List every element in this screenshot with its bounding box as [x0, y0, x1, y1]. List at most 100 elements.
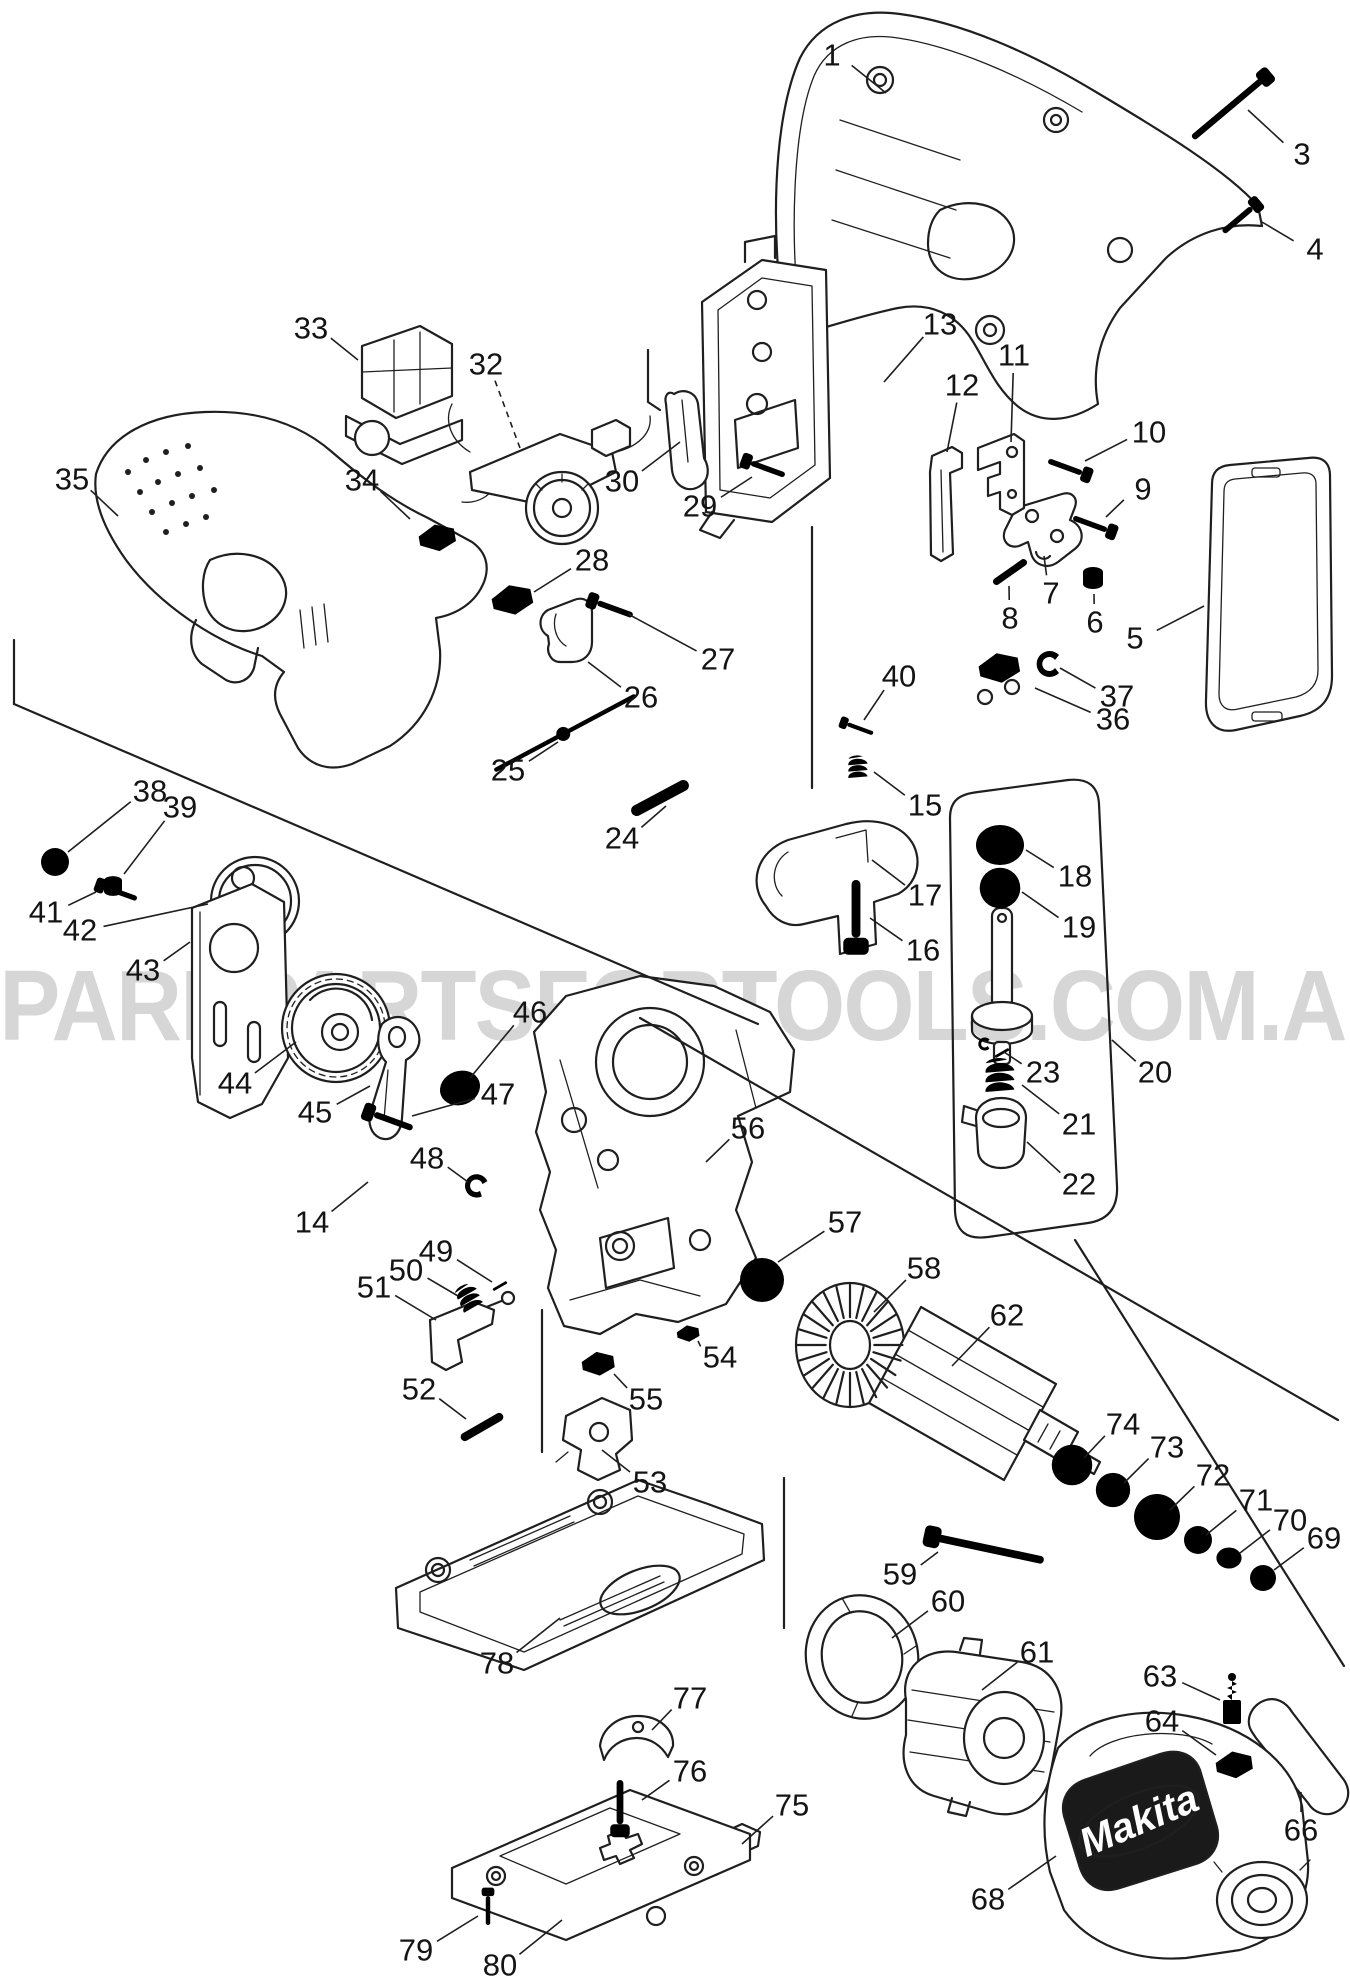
part-leader-51: [394, 1294, 437, 1321]
part-leader-28: [533, 568, 572, 593]
part-leader-61: [981, 1661, 1018, 1691]
part-label-66: 66: [1284, 1813, 1318, 1848]
part-label-9: 9: [1134, 472, 1151, 507]
part-label-57: 57: [828, 1205, 862, 1240]
fan-blade-line: [822, 1291, 839, 1322]
part-leader-3: [1247, 109, 1284, 144]
part-label-44: 44: [218, 1066, 252, 1101]
part-19-glyph: [979, 867, 1021, 909]
part-leader-13: [883, 336, 924, 383]
part-leader-46: [469, 1024, 515, 1079]
part-28-glyph: [489, 581, 535, 619]
part-leader-15: [873, 771, 906, 796]
part-leader-9: [1105, 499, 1125, 518]
part-leader-37: [1059, 667, 1096, 689]
fan-blade-line: [855, 1370, 865, 1405]
part-label-13: 13: [923, 307, 957, 342]
part-label-14: 14: [295, 1205, 329, 1240]
part-label-5: 5: [1126, 621, 1143, 656]
fan-blade-line: [811, 1363, 834, 1389]
part-label-63: 63: [1143, 1659, 1177, 1694]
part-leader-41: [67, 891, 97, 907]
fan-blade-line: [866, 1363, 889, 1389]
fan-blade-line: [798, 1351, 828, 1362]
part-leader-19: [1021, 891, 1060, 919]
part-label-55: 55: [629, 1382, 663, 1417]
part-43-support-bracket: [190, 882, 290, 1120]
part-73-glyph: [1095, 1472, 1131, 1508]
part-label-15: 15: [908, 788, 942, 823]
part-leader-32: [494, 380, 521, 449]
part-78-base-upper: [394, 1478, 766, 1672]
part-45-wrench: [368, 1015, 421, 1141]
part-leader-49: [456, 1259, 493, 1283]
part-label-61: 61: [1020, 1635, 1054, 1670]
part-leader-22: [1026, 1141, 1061, 1174]
part-label-27: 27: [701, 642, 735, 677]
part-label-4: 4: [1306, 232, 1323, 267]
part-label-6: 6: [1086, 605, 1103, 640]
part-leader-20: [1111, 1039, 1137, 1062]
part-label-59: 59: [883, 1557, 917, 1592]
part-22-blade-holder-cup: [960, 1096, 1028, 1170]
part-label-58: 58: [907, 1251, 941, 1286]
part-5-cover-plate: [1204, 456, 1334, 732]
part-label-47: 47: [481, 1077, 515, 1112]
part-leader-35: [90, 489, 119, 517]
part-leader-79: [436, 1915, 479, 1943]
part-leader-11: [1010, 372, 1014, 443]
part-71-glyph: [1184, 1526, 1212, 1554]
part-leader-36: [1034, 687, 1092, 714]
part-leader-45: [336, 1085, 371, 1106]
part-33-switch: [344, 324, 464, 466]
part-3-glyph: [1186, 65, 1277, 146]
part-leader-58: [873, 1279, 907, 1313]
fan-blade-line: [872, 1351, 902, 1362]
part-label-75: 75: [775, 1788, 809, 1823]
fan-blade-line: [861, 1368, 878, 1399]
part-label-35: 35: [55, 462, 89, 497]
part-56-gear-housing: [532, 974, 796, 1336]
part-leader-71: [1205, 1509, 1237, 1536]
part-8-glyph: [991, 557, 1029, 587]
part-label-52: 52: [402, 1372, 436, 1407]
part-57-glyph: [740, 1258, 784, 1302]
fan-blade-line: [835, 1285, 845, 1320]
part-leader-56: [705, 1138, 730, 1163]
part-leader-7: [1043, 555, 1048, 576]
part-leader-25: [528, 741, 559, 762]
part-label-19: 19: [1062, 910, 1096, 945]
part-leader-68: [1007, 1855, 1057, 1891]
part-53-roller-holder: [555, 1396, 634, 1482]
part-label-48: 48: [410, 1141, 444, 1176]
part-label-45: 45: [298, 1095, 332, 1130]
part-label-30: 30: [605, 464, 639, 499]
part-21-glyph: [985, 1058, 1015, 1092]
part-69-glyph: [1250, 1565, 1276, 1591]
part-leader-14: [331, 1181, 369, 1213]
fan-blade-line: [798, 1328, 828, 1339]
fan-blade-line: [803, 1357, 831, 1377]
part-74-glyph: [1051, 1444, 1093, 1486]
part-10-glyph: [1045, 453, 1095, 485]
part-leader-43: [163, 941, 191, 962]
part-label-29: 29: [683, 489, 717, 524]
part-leader-62: [951, 1326, 990, 1367]
part-label-54: 54: [703, 1340, 737, 1375]
part-38-glyph: [41, 848, 69, 876]
part-leader-27: [627, 613, 697, 652]
part-77-pipe-clamp: [598, 1714, 675, 1762]
part-11-holder-bracket: [976, 432, 1026, 517]
part-leader-21: [1021, 1084, 1060, 1115]
part-leader-4: [1261, 221, 1295, 242]
part-60-rubber-ring: [804, 1594, 920, 1720]
part-label-71: 71: [1239, 1483, 1273, 1518]
fan-blade-line: [869, 1313, 897, 1333]
part-label-80: 80: [483, 1948, 517, 1983]
part-17-blade-clamp: [755, 820, 919, 956]
part-55-glyph: [580, 1349, 616, 1378]
part-label-17: 17: [908, 878, 942, 913]
part-leader-10: [1084, 438, 1128, 462]
part-46-glyph: [435, 1065, 485, 1111]
